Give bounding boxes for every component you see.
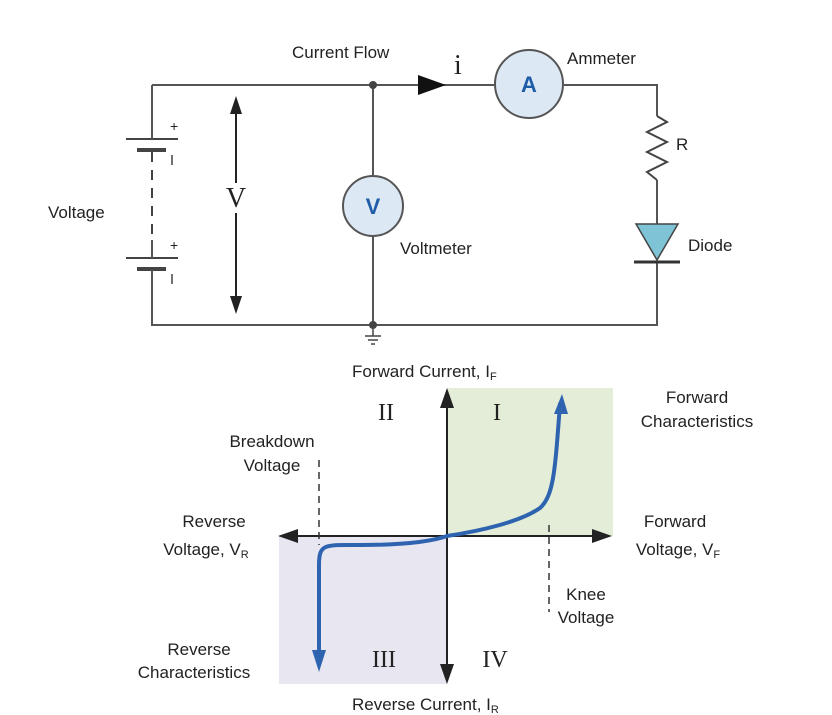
battery-top-plus: + xyxy=(170,118,178,134)
forward-characteristics-label-1: Forward xyxy=(666,388,728,407)
circuit: + + Voltage V Current Flow i xyxy=(48,43,732,345)
breakdown-voltage-label-1: Breakdown xyxy=(229,432,314,451)
voltmeter-label: Voltmeter xyxy=(400,239,472,258)
y-axis-down-arrow-icon xyxy=(440,664,454,684)
reverse-characteristics-label-2: Characteristics xyxy=(138,663,250,682)
quadrant-4-label: IV xyxy=(482,647,508,673)
x-axis-right-arrow-icon xyxy=(592,529,612,543)
top-junction-dot xyxy=(369,81,377,89)
left-wire-lower xyxy=(151,262,658,326)
forward-voltage-label-2: Voltage, VF xyxy=(636,540,721,561)
iv-graph: II I III IV Forward Current, IF Reverse … xyxy=(138,362,753,715)
reverse-characteristics-label-1: Reverse xyxy=(167,640,230,659)
ammeter: A xyxy=(494,49,564,119)
voltmeter-symbol: V xyxy=(366,194,381,219)
resistor-label: R xyxy=(676,135,688,154)
voltage-label: Voltage xyxy=(48,203,105,222)
ammeter-circle xyxy=(494,49,564,119)
diode-icon xyxy=(634,223,680,264)
curve-reverse-arrow-icon xyxy=(312,650,326,672)
current-flow-label: Current Flow xyxy=(292,43,390,62)
ammeter-symbol: A xyxy=(521,72,537,97)
x-axis-left-arrow-icon xyxy=(278,529,298,543)
forward-voltage-label-1: Forward xyxy=(644,512,706,531)
diode-label: Diode xyxy=(688,236,732,255)
battery-bottom-plus: + xyxy=(170,237,178,253)
forward-region xyxy=(447,388,613,536)
reverse-region xyxy=(279,536,447,684)
quadrant-3-label: III xyxy=(372,647,396,673)
current-symbol: i xyxy=(454,50,462,81)
curve-forward-arrow-icon xyxy=(554,394,568,414)
top-right-wire xyxy=(564,84,658,116)
bottom-junction-dot xyxy=(369,321,377,329)
resistor-icon xyxy=(644,115,670,181)
ground-icon xyxy=(365,329,381,345)
quadrant-1-label: I xyxy=(493,400,501,426)
voltmeter-circle xyxy=(342,175,404,237)
current-direction-arrow-icon xyxy=(418,75,446,95)
voltage-arrow-label: V xyxy=(226,183,246,214)
voltmeter: V xyxy=(342,175,404,237)
forward-current-label: Forward Current, IF xyxy=(352,362,497,383)
reverse-voltage-label-2: Voltage, VR xyxy=(163,540,249,561)
quadrant-2-label: II xyxy=(378,400,394,426)
iv-curve xyxy=(317,402,562,662)
breakdown-voltage-label-2: Voltage xyxy=(244,456,301,475)
knee-voltage-label-2: Voltage xyxy=(558,608,615,627)
reverse-current-label: Reverse Current, IR xyxy=(352,695,499,715)
knee-voltage-label-1: Knee xyxy=(566,585,606,604)
reverse-voltage-label-1: Reverse xyxy=(182,512,245,531)
ammeter-label: Ammeter xyxy=(567,49,636,68)
v-label-bg xyxy=(220,183,252,213)
forward-characteristics-label-2: Characteristics xyxy=(641,412,753,431)
y-axis-up-arrow-icon xyxy=(440,388,454,408)
